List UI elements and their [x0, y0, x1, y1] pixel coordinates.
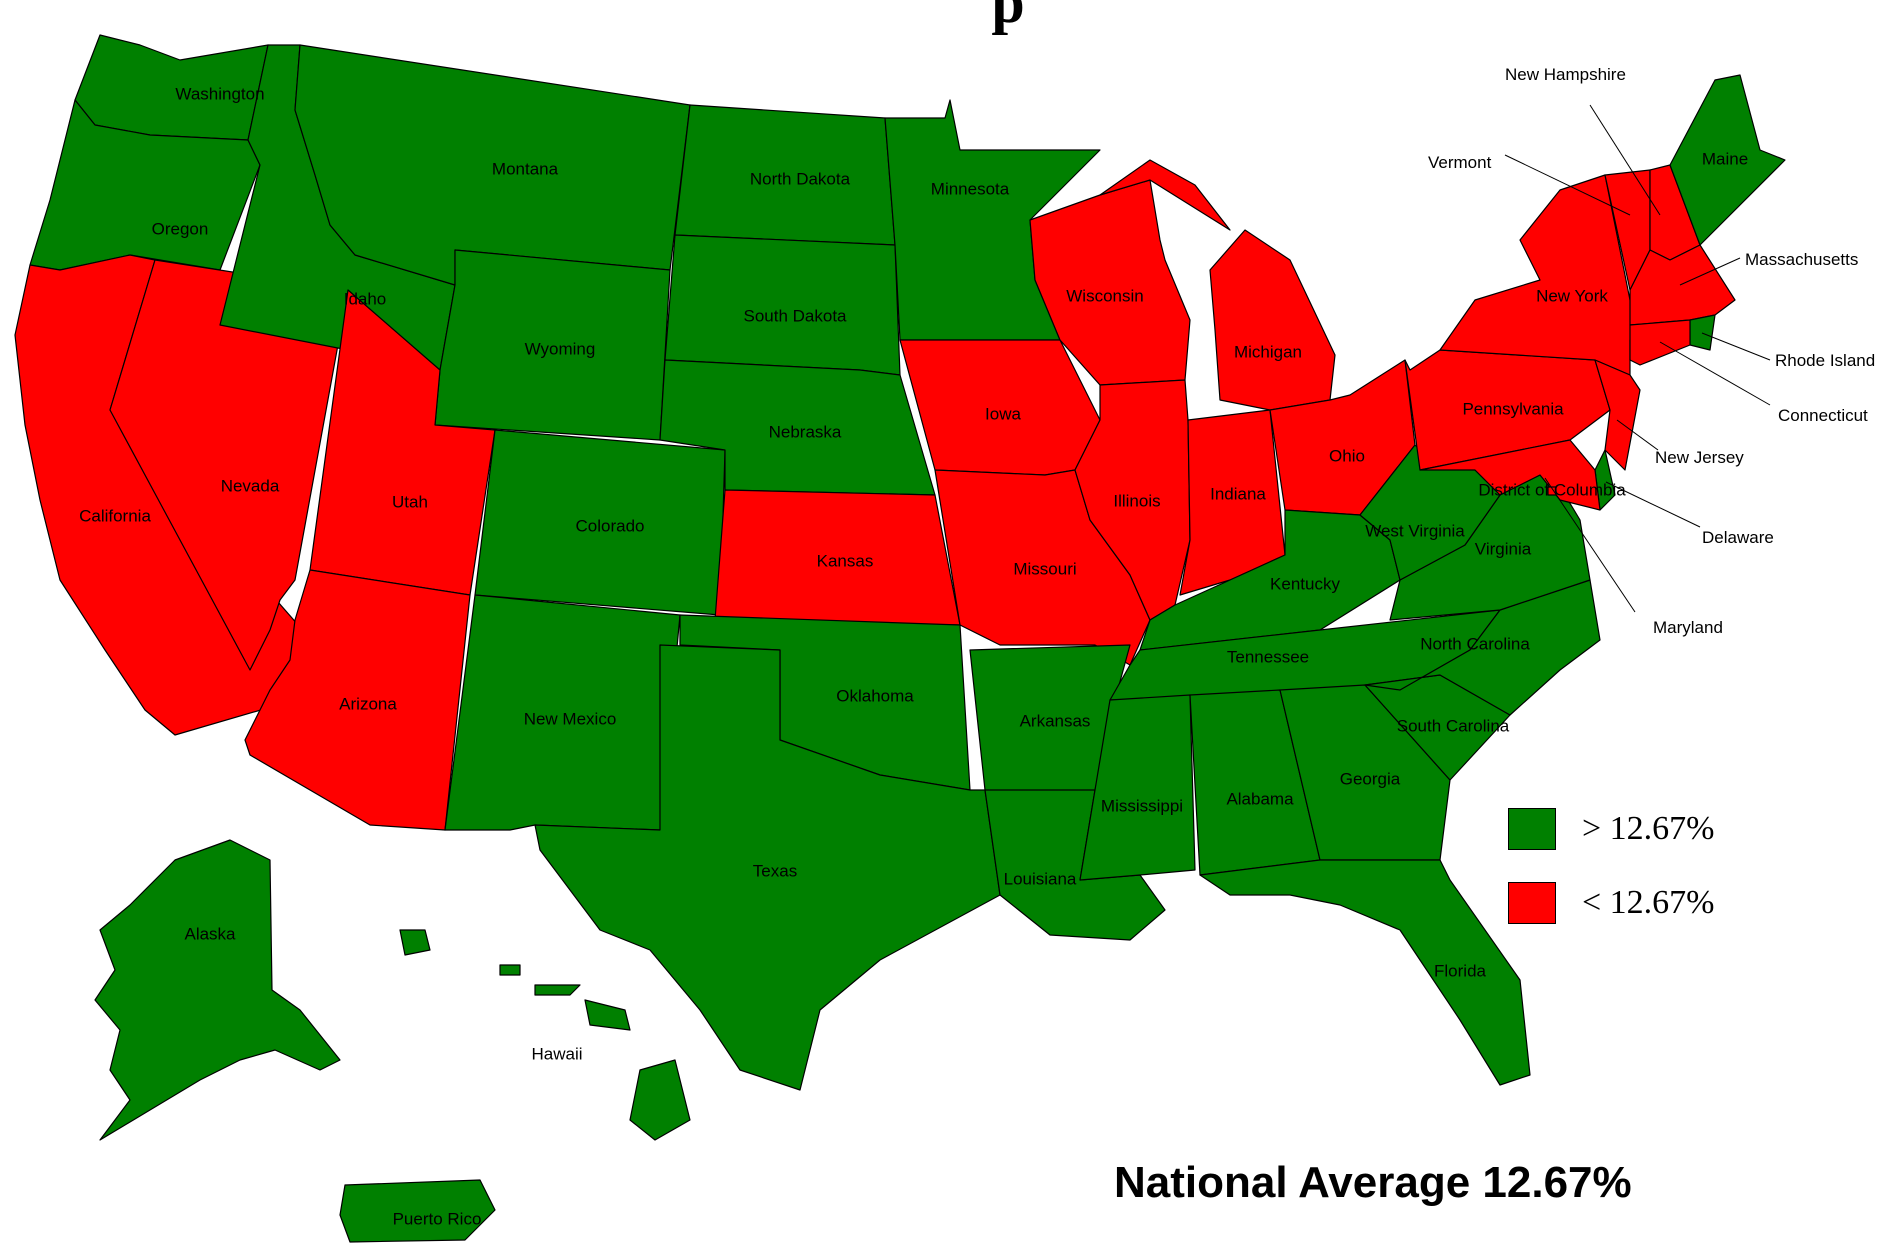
state-label-wisconsin: Wisconsin — [1066, 286, 1143, 305]
state-georgia — [1279, 684, 1451, 861]
leader-line-new-jersey — [1616, 419, 1659, 451]
state-new-jersey — [1594, 359, 1641, 471]
state-label-idaho: Idaho — [344, 289, 387, 308]
state-label-north-dakota: North Dakota — [750, 169, 851, 188]
state-label-pennsylvania: Pennsylvania — [1462, 399, 1564, 418]
legend-label-below: < 12.67% — [1582, 884, 1715, 921]
state-label-california: California — [79, 506, 151, 525]
state-label-washington: Washington — [175, 84, 264, 103]
state-hawaii — [399, 929, 691, 1141]
leader-line-delaware — [1605, 481, 1701, 528]
state-label-illinois: Illinois — [1113, 491, 1160, 510]
state-label-nevada: Nevada — [221, 476, 280, 495]
state-label-mississippi: Mississippi — [1101, 796, 1183, 815]
leader-line-rhode-island — [1701, 332, 1771, 361]
state-label-north-carolina: North Carolina — [1420, 634, 1530, 653]
states-layer — [14, 34, 1786, 1243]
state-label-west-virginia: West Virginia — [1365, 521, 1465, 540]
state-label-delaware: Delaware — [1702, 528, 1774, 547]
state-label-new-york: New York — [1536, 286, 1608, 305]
legend-label-above: > 12.67% — [1582, 810, 1715, 847]
state-label-wyoming: Wyoming — [525, 339, 596, 358]
leader-line-new-hampshire — [1589, 104, 1661, 216]
state-label-kentucky: Kentucky — [1270, 574, 1340, 593]
leader-line-massachusetts — [1679, 257, 1741, 286]
state-label-iowa: Iowa — [985, 404, 1021, 423]
state-label-oregon: Oregon — [152, 219, 209, 238]
state-label-missouri: Missouri — [1013, 559, 1076, 578]
state-label-texas: Texas — [753, 861, 797, 880]
state-label-maryland: Maryland — [1653, 618, 1723, 637]
state-south-dakota — [664, 234, 901, 376]
state-label-ohio: Ohio — [1329, 446, 1365, 465]
state-label-minnesota: Minnesota — [931, 179, 1010, 198]
state-label-maine: Maine — [1702, 149, 1748, 168]
state-label-alabama: Alabama — [1226, 789, 1294, 808]
legend-swatch-red — [1508, 882, 1556, 924]
state-label-south-dakota: South Dakota — [743, 306, 847, 325]
state-label-puerto-rico: Puerto Rico — [393, 1209, 482, 1228]
state-florida — [1199, 859, 1531, 1086]
state-label-florida: Florida — [1434, 961, 1487, 980]
state-arizona — [244, 569, 471, 831]
legend-swatch-green — [1508, 808, 1556, 850]
state-label-new-hampshire: New Hampshire — [1505, 65, 1626, 84]
state-label-hawaii: Hawaii — [531, 1044, 582, 1063]
state-label-oklahoma: Oklahoma — [836, 686, 914, 705]
state-label-connecticut: Connecticut — [1778, 406, 1868, 425]
state-label-montana: Montana — [492, 159, 559, 178]
state-label-arizona: Arizona — [339, 694, 397, 713]
state-rhode-island — [1689, 314, 1716, 351]
state-label-new-mexico: New Mexico — [524, 709, 617, 728]
state-label-nebraska: Nebraska — [769, 422, 842, 441]
state-label-louisiana: Louisiana — [1004, 869, 1077, 888]
state-label-massachusetts: Massachusetts — [1745, 250, 1858, 269]
legend-item-above-average: > 12.67% — [1508, 806, 1808, 852]
state-alaska — [94, 839, 341, 1141]
state-north-carolina — [1364, 579, 1601, 716]
state-puerto-rico — [339, 1179, 496, 1243]
state-label-indiana: Indiana — [1210, 484, 1266, 503]
label-leader-lines — [1504, 104, 1771, 613]
state-label-vermont: Vermont — [1428, 153, 1492, 172]
legend-item-below-average: < 12.67% — [1508, 880, 1808, 926]
state-label-virginia: Virginia — [1475, 539, 1532, 558]
state-label-rhode-island: Rhode Island — [1775, 351, 1875, 370]
state-label-south-carolina: South Carolina — [1397, 716, 1510, 735]
state-label-tennessee: Tennessee — [1227, 647, 1309, 666]
state-label-colorado: Colorado — [576, 516, 645, 535]
state-label-georgia: Georgia — [1340, 769, 1401, 788]
state-label-alaska: Alaska — [184, 924, 236, 943]
map-title-fragment: p — [991, 0, 1024, 35]
state-label-arkansas: Arkansas — [1020, 711, 1091, 730]
leader-line-vermont — [1504, 154, 1631, 216]
leader-line-connecticut — [1659, 341, 1771, 406]
state-label-utah: Utah — [392, 492, 428, 511]
leader-line-maryland — [1544, 477, 1636, 613]
map-legend: > 12.67% < 12.67% — [1508, 806, 1808, 954]
state-label-new-jersey: New Jersey — [1655, 448, 1744, 467]
state-label-michigan: Michigan — [1234, 342, 1302, 361]
national-average-label: National Average 12.67% — [1114, 1158, 1632, 1207]
state-label-kansas: Kansas — [817, 551, 874, 570]
state-label-district-of-columbia: District of Columbia — [1478, 480, 1626, 499]
state-texas — [534, 644, 1001, 1091]
